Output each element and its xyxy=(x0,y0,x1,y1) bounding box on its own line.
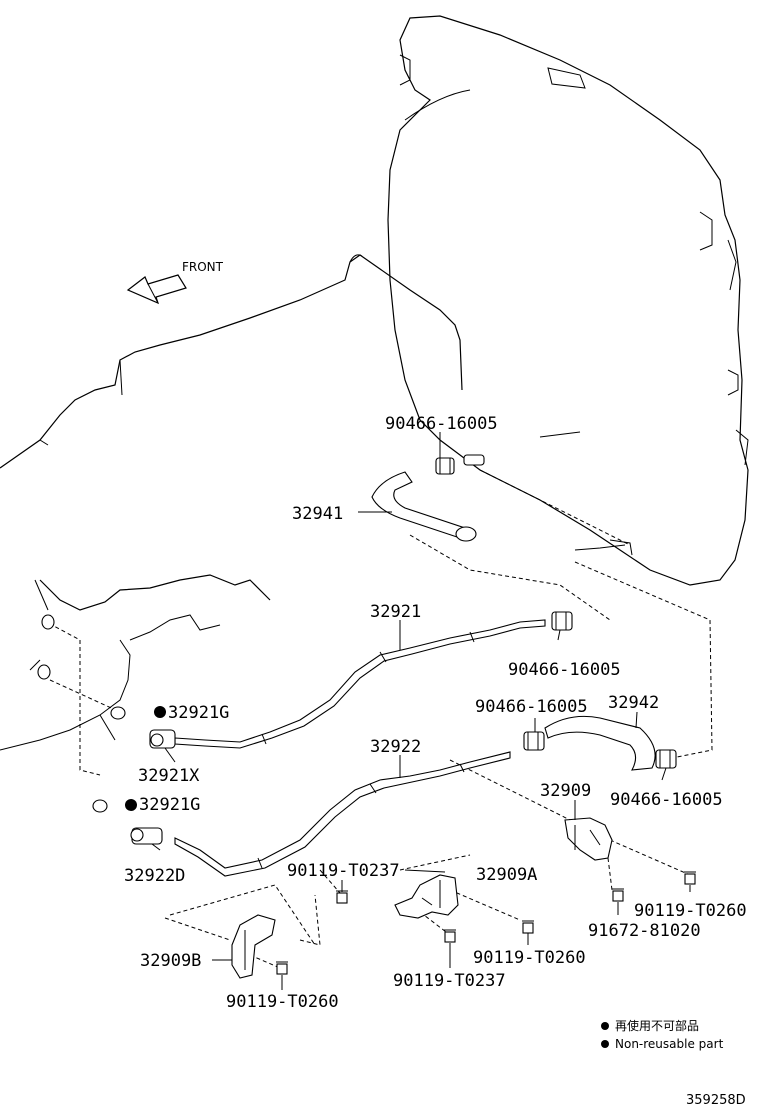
label-union-32921x: 32921X xyxy=(138,766,200,786)
label-bracket-32909a: 32909A xyxy=(476,865,537,885)
label-bolt-t0237-a: 90119-T0237 xyxy=(287,861,400,881)
front-arrow: FRONT xyxy=(126,260,224,305)
label-clamp-right-upper: 90466-16005 xyxy=(508,660,621,680)
clamp-top-icon xyxy=(435,454,485,475)
label-gasket-32921g-b: 32921G xyxy=(139,795,200,815)
part-number-labels: 90466-16005 32941 32921 90466-16005 3292… xyxy=(124,414,747,1012)
label-clamp-right-lower: 90466-16005 xyxy=(610,790,723,810)
label-bolt-t0260-mid: 90119-T0260 xyxy=(473,948,586,968)
legend-dot-icon xyxy=(601,1040,609,1048)
label-bolt-t0237-b: 90119-T0237 xyxy=(393,971,506,991)
pipe-32922 xyxy=(130,751,511,877)
assembly-lines xyxy=(49,469,713,969)
hose-32941 xyxy=(371,471,477,542)
front-label: FRONT xyxy=(182,260,224,274)
drawing-code: 359258D xyxy=(686,1093,746,1108)
bracket-32909-icon xyxy=(564,817,613,861)
leader-lines xyxy=(151,432,691,990)
label-gasket-32921g-a: 32921G xyxy=(168,703,229,723)
clamp-right-upper-icon xyxy=(551,611,573,631)
legend-line2: Non-reusable part xyxy=(615,1037,724,1051)
label-bracket-32909: 32909 xyxy=(540,781,591,801)
label-pipe-32922: 32922 xyxy=(370,737,421,757)
radiator-outline xyxy=(387,15,749,586)
legend-dot-icon xyxy=(601,1022,609,1030)
bracket-32909b-icon xyxy=(231,914,276,979)
label-clamp-top: 90466-16005 xyxy=(385,414,498,434)
clamp-right-lower-icon xyxy=(655,749,677,769)
hose-32942 xyxy=(544,715,656,771)
label-hose-32942: 32942 xyxy=(608,693,659,713)
gasket-icons xyxy=(37,614,166,813)
legend-line1: 再使用不可部品 xyxy=(615,1018,699,1033)
clamp-mid-icon xyxy=(523,731,545,751)
label-union-32922d: 32922D xyxy=(124,866,185,886)
pipe-32921 xyxy=(149,619,546,749)
label-bolt-t0260-left: 90119-T0260 xyxy=(226,992,339,1012)
label-bolt-81020: 91672-81020 xyxy=(588,921,701,941)
bracket-32909a-icon xyxy=(394,874,459,919)
label-pipe-32921: 32921 xyxy=(370,602,421,622)
label-bracket-32909b: 32909B xyxy=(140,951,201,971)
label-hose-32941: 32941 xyxy=(292,504,343,524)
label-bolt-t0260-right: 90119-T0260 xyxy=(634,901,747,921)
legend: 再使用不可部品 Non-reusable part xyxy=(601,1018,724,1051)
label-clamp-mid: 90466-16005 xyxy=(475,697,588,717)
